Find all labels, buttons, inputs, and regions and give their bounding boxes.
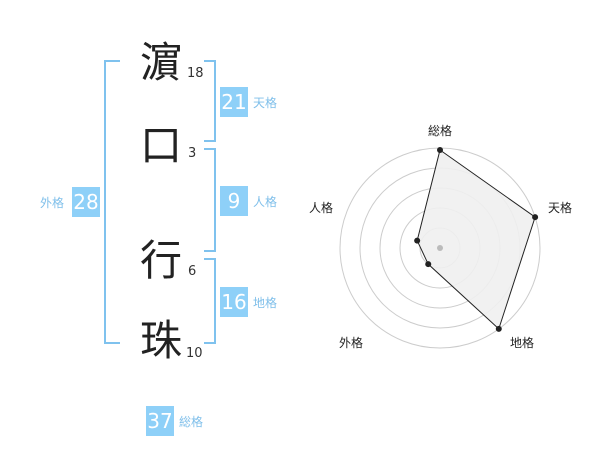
radar-point-soukaku <box>437 147 443 153</box>
tenkaku-bracket <box>204 60 216 142</box>
radar-center-dot <box>437 245 443 251</box>
soukaku-label: 総格 <box>179 415 204 429</box>
radar-point-tenkaku <box>532 214 539 221</box>
radar-label-tenkaku: 天格 <box>548 201 573 215</box>
radar-value-polygon <box>416 149 536 330</box>
tenkaku-label: 天格 <box>253 96 278 110</box>
radar-point-jinkaku <box>414 237 421 244</box>
gaikaku-bracket <box>104 60 120 344</box>
chikaku-value: 16 <box>220 287 248 317</box>
jinkaku-label: 人格 <box>253 195 278 209</box>
radar-label-gaikaku: 外格 <box>339 336 364 350</box>
name-char-3: 行 <box>139 236 182 285</box>
radar-label-chikaku: 地格 <box>510 336 535 350</box>
soukaku-value: 37 <box>146 406 174 436</box>
stroke-count-2: 3 <box>188 146 197 161</box>
stroke-count-3: 6 <box>188 264 197 279</box>
radar-point-gaikaku <box>425 261 432 268</box>
name-char-2: 口 <box>139 121 182 170</box>
radar-label-jinkaku: 人格 <box>309 201 334 215</box>
chikaku-label: 地格 <box>253 296 278 310</box>
radar-label-soukaku: 総格 <box>428 124 453 138</box>
jinkaku-bracket <box>204 148 216 252</box>
tenkaku-value: 21 <box>220 87 248 117</box>
jinkaku-value: 9 <box>220 186 248 216</box>
gaikaku-label: 外格 <box>40 196 65 210</box>
stroke-count-1: 18 <box>187 66 204 81</box>
name-char-1: 濵 <box>139 38 182 87</box>
name-char-4: 珠 <box>139 316 182 365</box>
stroke-count-4: 10 <box>186 346 203 361</box>
gaikaku-value: 28 <box>72 187 100 217</box>
radar-chart <box>339 147 541 349</box>
radar-point-chikaku <box>495 325 502 332</box>
chikaku-bracket <box>204 258 216 344</box>
